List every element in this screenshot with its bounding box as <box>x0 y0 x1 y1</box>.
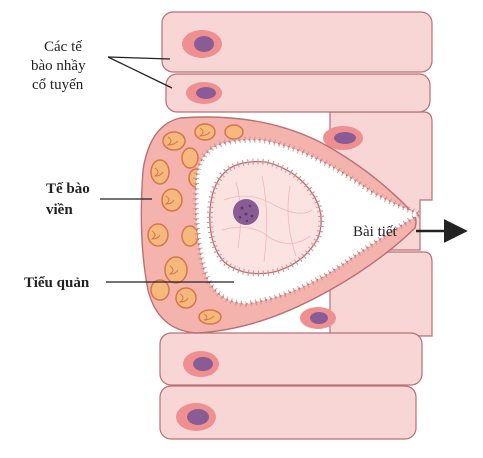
bottom-cell-2 <box>159 385 417 440</box>
mucous-cells-label-line3: cổ tuyến <box>32 77 84 93</box>
nucleus <box>194 36 214 52</box>
mucous-cells-label-line1: Các tế <box>44 39 82 55</box>
parietal-cell-label-line1: Tế bào <box>46 181 90 197</box>
nucleus <box>310 312 328 324</box>
leader-lines <box>100 56 234 283</box>
mitochondrion <box>175 287 197 309</box>
mucous-cell-2 <box>165 73 431 113</box>
mitochondria <box>147 123 244 325</box>
mitochondrion <box>162 131 186 151</box>
basal-cells <box>159 332 423 440</box>
nucleus <box>193 357 213 371</box>
parietal-cell-label-line2: viền <box>46 202 73 218</box>
mucous-neck-cells <box>161 11 433 113</box>
mitochondrion <box>150 279 170 301</box>
mitochondrion <box>164 256 188 284</box>
mitochondrion <box>194 123 216 141</box>
mitochondria-cristae <box>150 127 215 321</box>
nucleus <box>334 132 356 144</box>
mitochondrion <box>161 188 183 212</box>
parietal-nucleus <box>233 199 259 225</box>
secretion-label: Bài tiết <box>353 224 398 240</box>
bottom-cell-1 <box>159 332 423 386</box>
mitochondrion <box>147 223 169 247</box>
mucous-cell-1 <box>161 11 433 73</box>
mitochondrion <box>224 124 244 140</box>
canaliculus-label: Tiểu quản <box>24 275 90 291</box>
chromatin <box>238 204 254 223</box>
mitochondrion <box>181 147 199 169</box>
mitochondrion <box>198 309 222 325</box>
mitochondrion <box>150 159 170 185</box>
nucleus <box>196 87 216 99</box>
mucous-cells-label-line2: bào nhầy <box>31 58 86 74</box>
nucleus <box>187 409 209 425</box>
